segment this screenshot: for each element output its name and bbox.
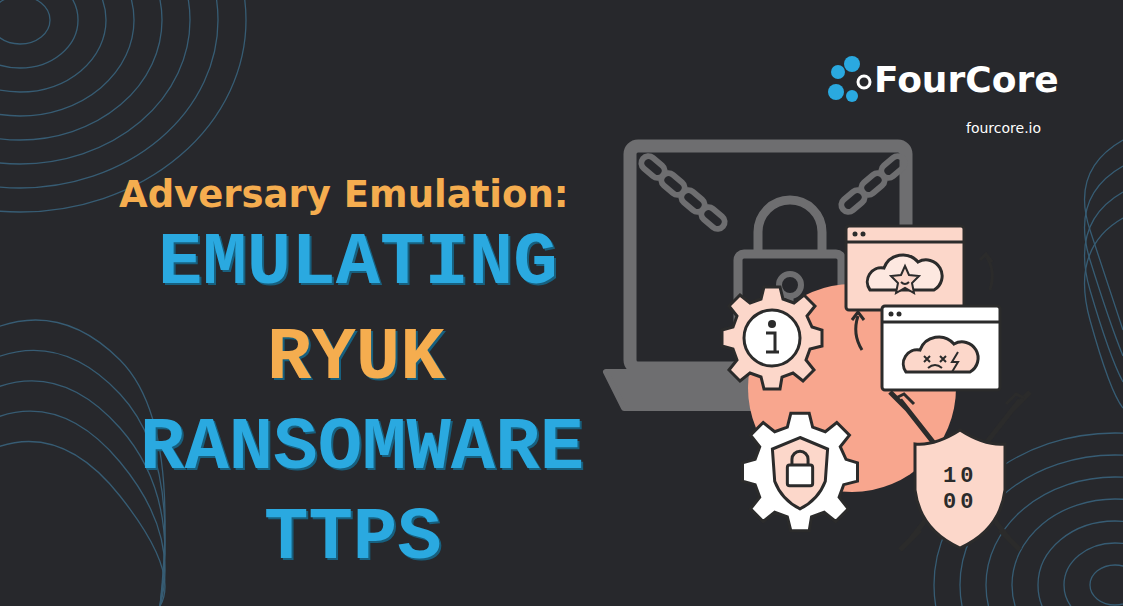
cycle-arrows — [852, 254, 992, 350]
illustration-stroke — [852, 312, 864, 320]
logo-dot — [844, 56, 860, 72]
illustration-stroke — [699, 204, 728, 231]
illustration-stroke — [1012, 499, 1123, 606]
illustration-stroke — [856, 316, 862, 350]
illustration-stroke — [1085, 166, 1123, 356]
shield-digits: 10 — [943, 466, 977, 488]
logo-dot — [828, 84, 844, 100]
illustration-stroke — [882, 306, 1000, 390]
illustration-stroke — [839, 187, 868, 214]
logo-dot — [858, 76, 870, 88]
illustration-stroke — [792, 451, 808, 465]
logo-dot — [846, 90, 858, 102]
illustration-stroke — [896, 394, 1024, 404]
illustration-stroke — [1090, 565, 1123, 605]
shield-swords-icon — [890, 392, 1030, 550]
banner-headline: TTPS — [264, 501, 442, 575]
illustration-stroke — [0, 0, 78, 68]
illustration-stroke — [952, 352, 958, 372]
illustration-stroke — [853, 232, 858, 237]
banner-headline: RANSOMWARE — [140, 411, 584, 485]
illustration-stroke — [901, 282, 909, 284]
illustration-stroke — [787, 465, 812, 486]
illustration-stroke — [915, 430, 1005, 548]
info-gear-icon — [722, 287, 822, 389]
illustration-stroke — [986, 477, 1123, 606]
illustration-stroke — [882, 321, 1000, 324]
illustration-stroke — [1085, 192, 1123, 382]
illustration-stroke — [743, 413, 858, 530]
illustration-stroke — [744, 310, 800, 366]
illustration-stroke — [0, 0, 218, 188]
window-icon — [846, 226, 964, 310]
illustration-stroke — [772, 438, 827, 509]
illustration-stroke — [861, 232, 866, 237]
illustration-stroke — [846, 226, 964, 310]
illustration-stroke — [0, 0, 190, 164]
illustration-stroke — [722, 287, 822, 389]
illustration-stroke — [900, 392, 1030, 550]
banner-headline: RYUK — [267, 321, 445, 395]
illustration-stroke — [766, 333, 779, 352]
illustration-stroke — [903, 337, 978, 372]
illustration-stroke — [758, 200, 822, 254]
window-icon — [882, 306, 1000, 390]
illustration-stroke — [891, 266, 919, 293]
illustration-stroke — [1085, 218, 1123, 408]
illustration-stroke — [0, 0, 134, 116]
shield-digits: 00 — [943, 492, 977, 514]
illustration-stroke — [890, 392, 1020, 550]
logo-wordmark: FourCore — [874, 62, 1059, 98]
illustration-stroke — [1038, 521, 1123, 606]
logo-dot — [831, 65, 845, 79]
logo-url: fourcore.io — [966, 121, 1041, 135]
illustration-stroke — [846, 241, 964, 244]
banner-subtitle: Adversary Emulation: — [119, 176, 569, 213]
illustration-stroke — [924, 356, 946, 368]
illustration-stroke — [0, 0, 162, 140]
illustration-stroke — [0, 0, 50, 44]
illustration-stroke — [980, 254, 992, 262]
illustration-stroke — [889, 312, 894, 317]
illustration-stroke — [0, 0, 106, 92]
chain-icon — [639, 153, 908, 231]
illustration-stroke — [897, 312, 902, 317]
lock-gear-icon — [743, 413, 858, 530]
illustration-stroke — [768, 320, 776, 328]
banner-headline: EMULATING — [158, 226, 558, 300]
illustration-stroke — [1064, 543, 1123, 606]
